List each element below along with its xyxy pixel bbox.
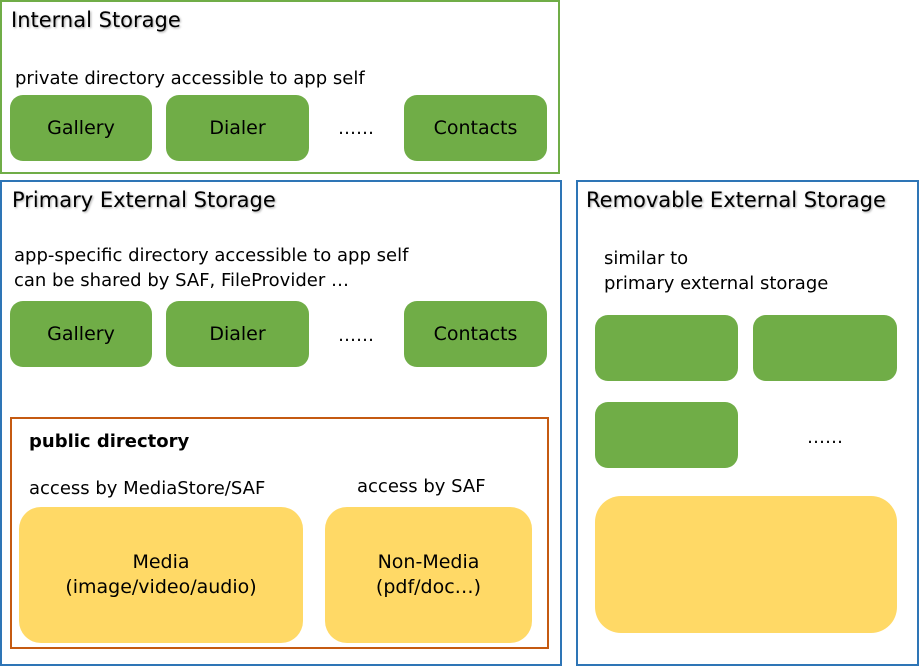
removable-description-line2: primary external storage xyxy=(604,273,829,294)
primary-description-line1: app-specific directory accessible to app… xyxy=(14,245,409,266)
media-box: Media (image/video/audio) xyxy=(19,507,303,643)
internal-storage-description: private directory accessible to app self xyxy=(15,68,365,89)
media-box-title: Media xyxy=(132,551,190,573)
primary-app-gallery: Gallery xyxy=(10,301,152,367)
internal-app-gallery: Gallery xyxy=(10,95,152,161)
primary-external-storage-title: Primary External Storage xyxy=(12,188,276,212)
primary-apps-ellipsis: …… xyxy=(338,325,374,346)
media-access-label: access by MediaStore/SAF xyxy=(29,478,266,499)
internal-apps-ellipsis: …… xyxy=(338,118,374,139)
removable-apps-ellipsis: …… xyxy=(807,427,843,448)
internal-app-dialer: Dialer xyxy=(166,95,309,161)
nonmedia-box: Non-Media (pdf/doc…) xyxy=(325,507,532,643)
removable-description-line1: similar to xyxy=(604,248,689,269)
public-directory-panel: public directory access by MediaStore/SA… xyxy=(10,417,549,649)
primary-app-dialer: Dialer xyxy=(166,301,309,367)
nonmedia-box-title: Non-Media xyxy=(377,551,480,573)
removable-external-storage-title: Removable External Storage xyxy=(586,188,886,212)
internal-storage-panel: Internal Storage private directory acces… xyxy=(0,0,560,174)
internal-storage-title: Internal Storage xyxy=(11,8,181,32)
removable-app-box-1 xyxy=(595,315,738,381)
nonmedia-box-subtitle: (pdf/doc…) xyxy=(375,576,482,598)
primary-app-contacts: Contacts xyxy=(404,301,547,367)
removable-storage-box xyxy=(595,496,897,633)
internal-app-contacts: Contacts xyxy=(404,95,547,161)
removable-app-box-3 xyxy=(595,402,738,468)
nonmedia-access-label: access by SAF xyxy=(357,476,486,497)
removable-app-box-2 xyxy=(753,315,897,381)
removable-external-storage-panel: Removable External Storage similar to pr… xyxy=(576,180,919,666)
primary-description-line2: can be shared by SAF, FileProvider … xyxy=(14,270,349,291)
public-directory-title: public directory xyxy=(29,431,190,452)
media-box-subtitle: (image/video/audio) xyxy=(65,576,257,598)
